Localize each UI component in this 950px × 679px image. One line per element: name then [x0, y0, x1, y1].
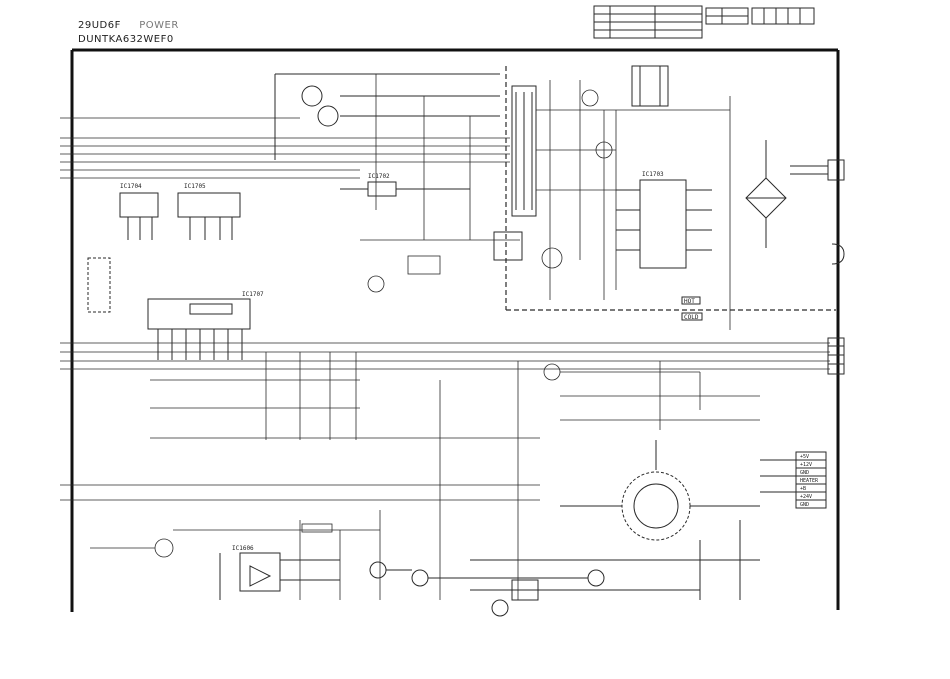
lower-left-wiring — [90, 510, 381, 600]
connector-pin-label: GND — [800, 470, 809, 476]
connector-pin-label: +12V — [800, 462, 812, 468]
diagram-frame — [70, 48, 840, 612]
connector-pin-label: +B — [800, 486, 806, 492]
connector-pin-label: +5V — [800, 454, 809, 460]
section-title: POWER — [139, 20, 179, 31]
ic1606-block: IC1606 — [219, 545, 340, 600]
main-transformer — [511, 85, 537, 217]
lower-transistors — [369, 520, 760, 617]
ic1705-block: IC1705 — [177, 183, 241, 240]
upper-wiring — [360, 74, 731, 330]
part-number: DUNTKA632WEF0 — [78, 34, 174, 45]
left-input-lines — [60, 117, 830, 501]
bridge-rectifier — [745, 140, 787, 248]
connector-pin-label: +24V — [800, 494, 812, 500]
right-connector-lower — [760, 451, 827, 509]
top-relay — [631, 65, 669, 107]
model-number: 29UD6F — [78, 20, 121, 31]
top-transistors — [274, 73, 500, 160]
approval-table — [705, 7, 815, 25]
ic1606-label: IC1606 — [232, 545, 254, 552]
cold-label: COLD — [684, 314, 699, 321]
cold-label-box — [681, 312, 703, 321]
photocoupler — [493, 231, 523, 261]
right-connector-upper — [827, 337, 845, 375]
model-label: 29UD6F POWER — [78, 20, 179, 31]
ic1704-label: IC1704 — [120, 183, 142, 190]
dashed-module — [87, 257, 111, 313]
connector-pin-label: HEATER — [800, 478, 819, 484]
connector-pin-label: GND — [800, 502, 809, 508]
ac-input-connector — [790, 159, 845, 265]
ic1707-block: IC1707 — [147, 291, 264, 360]
crt-socket — [560, 440, 760, 541]
ic1704-block: IC1704 — [119, 183, 159, 240]
ic1702-label: IC1702 — [368, 173, 390, 180]
ic1703-label: IC1703 — [642, 171, 664, 178]
isolation-boundary — [505, 66, 836, 311]
ic1702-block: IC1702 — [340, 173, 470, 197]
ic1705-label: IC1705 — [184, 183, 206, 190]
middle-wiring — [150, 352, 760, 600]
ic1703-block: IC1703 — [616, 171, 712, 269]
ic1707-label: IC1707 — [242, 291, 264, 298]
hot-label: HOT — [684, 298, 695, 305]
hot-label-box — [681, 296, 701, 305]
revision-table — [593, 5, 703, 39]
